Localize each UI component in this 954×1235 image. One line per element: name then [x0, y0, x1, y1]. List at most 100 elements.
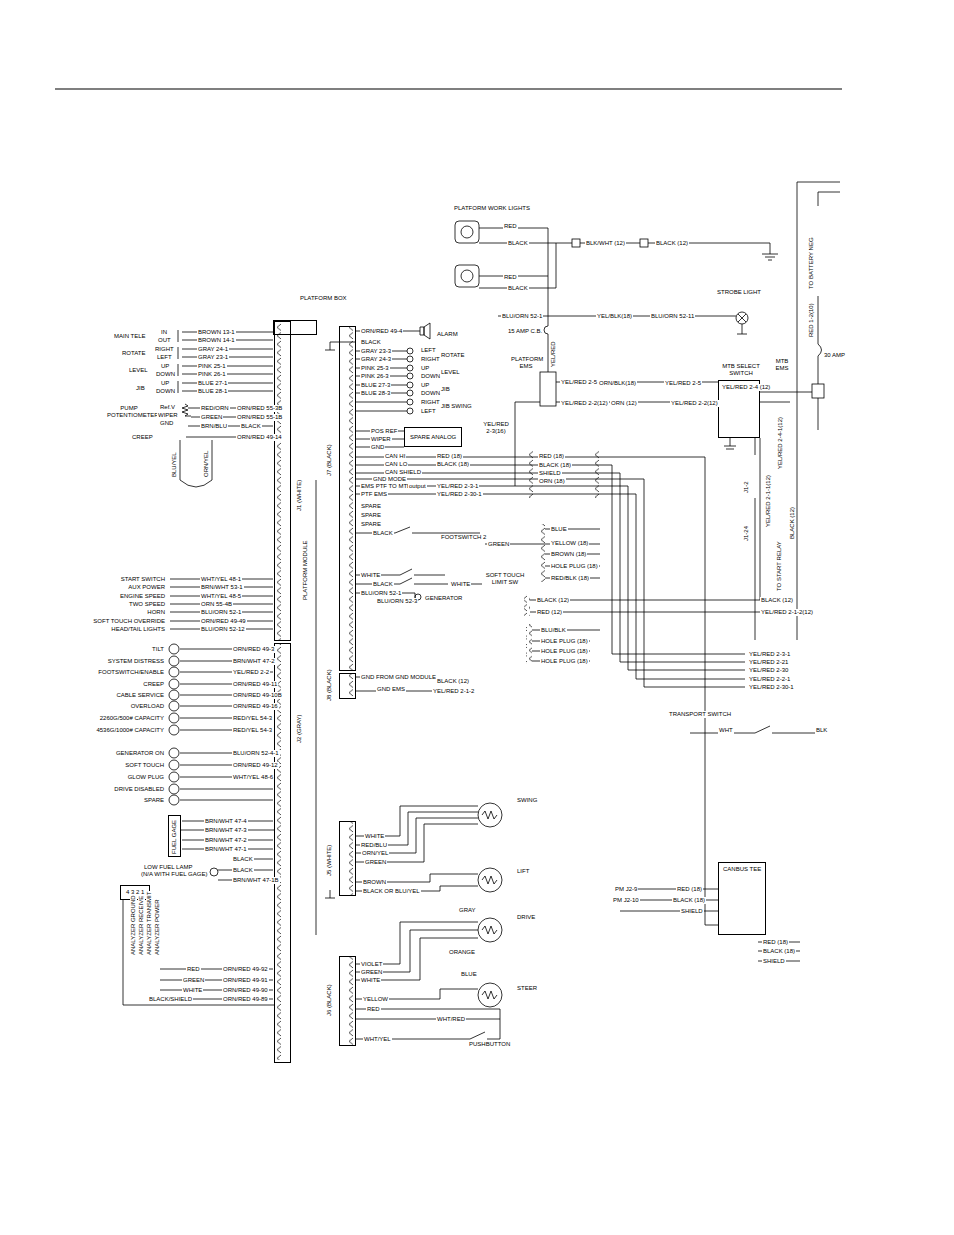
wire-label: BRN/WHT 47-1 [204, 846, 248, 853]
wire-label: ANALYZER GROUND [130, 894, 137, 956]
wire-label: WHT [718, 727, 734, 734]
wire-label: WIPER [370, 436, 392, 443]
wiring-path [180, 437, 273, 487]
wire-label: BLUE 27-3 [360, 382, 391, 389]
wiring-circle [169, 644, 179, 654]
wire-label: BRN/WHT 53-1 [200, 584, 244, 591]
wire-label: CABLE SERVICE [115, 692, 165, 699]
wire-label: YEL/RED 2-5 [560, 379, 598, 386]
node-label: J7 (BLACK) [326, 443, 333, 477]
wire-label: BLACK [232, 856, 254, 863]
wiring-path [182, 332, 273, 391]
wiring-rect [349, 327, 355, 670]
wiring-path [724, 438, 736, 449]
wire-label: BLACK [507, 285, 529, 292]
wire-label: BLU/BLK [540, 627, 567, 634]
wire-label: BRN/WHT 47-4 [204, 818, 248, 825]
wiring-circle [407, 399, 413, 405]
wire-label: BLK [815, 727, 828, 734]
wire-label: SPARE [360, 521, 382, 528]
wire-label: output [408, 483, 427, 490]
wire-label: BLACK (12) [789, 506, 796, 540]
wire-label: DRIVE DISABLED [113, 786, 165, 793]
wire-label: BLACK [232, 867, 254, 874]
wire-label: BLACK (12) [655, 240, 689, 247]
wiring-g [55, 89, 842, 1060]
wire-label: YEL/RED 2-4-1(12) [777, 416, 784, 470]
wire-label: BRN/BLU [200, 423, 228, 430]
wire-label: CREEP [142, 681, 165, 688]
wire-label: BLACK (12) [760, 597, 794, 604]
node-label: SPARE ANALOG [409, 434, 457, 441]
wire-label: LEFT [156, 354, 173, 361]
wire-label: HORN [146, 609, 166, 616]
wire-label: RED (18) [538, 453, 565, 460]
wire-label: MAIN TELE [113, 333, 147, 340]
wire-label: BLU/ORN 52-3 [376, 598, 418, 605]
wire-label: GND MODE [372, 476, 407, 483]
wiring-rect [524, 594, 530, 616]
wire-label: 15 AMP C.B. [507, 328, 543, 335]
wire-label: UP [160, 363, 170, 370]
wire-label: GRAY 24-1 [197, 346, 229, 353]
wire-label: HOLE PLUG (18) [550, 563, 599, 570]
wire-label: 2260G/500# CAPACITY [99, 715, 165, 722]
wire-label: BRN/WHT 47-2 [232, 658, 276, 665]
wire-label: BLACK (18) [538, 462, 572, 469]
wiring-circle [169, 713, 179, 723]
wire-label: JIB [135, 385, 146, 392]
wiring-circle [169, 679, 179, 689]
wire-label: SPARE [143, 797, 165, 804]
wire-label: YEL/BLK(18) [596, 313, 633, 320]
wire-label: WHITE [364, 833, 385, 840]
wire-label: WHT/RED [436, 1016, 466, 1023]
node-label: FUEL GAGE [171, 819, 178, 855]
wire-label: CAN LO [384, 461, 408, 468]
wire-label: ORN/YEL [361, 850, 389, 857]
wire-label: PM J2-10 [612, 897, 640, 904]
wire-label: YEL/RED 2-3-1 [436, 483, 479, 490]
connector-block: J6 (BLACK) [339, 956, 356, 1046]
wire-label: WHITE [360, 977, 381, 984]
wire-label: OUT [157, 337, 172, 344]
spare-analog-box: SPARE ANALOG [404, 427, 462, 447]
wire-label: RED [503, 274, 518, 281]
wiring-path [355, 527, 600, 578]
wire-label: GND FROM GND MODULE [360, 674, 437, 681]
wire-label: RIGHT [420, 356, 441, 363]
wire-label: PINK 25-3 [360, 365, 390, 372]
wire-label: YELLOW (18) [550, 540, 589, 547]
wiring-circle [407, 373, 413, 379]
wire-label: ORN/RED 55-1B [236, 414, 283, 421]
wire-label: YEL/RED 2-30 [748, 667, 789, 674]
canbus-tee-box: CANBUS TEE [718, 862, 766, 935]
wire-label: BLACK [360, 339, 382, 346]
connector-block: J8 (BLACK) [339, 673, 356, 699]
wire-label: DOWN [155, 388, 176, 395]
wire-label: ENGINE SPEED [119, 593, 166, 600]
wire-label: BLUE 28-1 [197, 388, 228, 395]
wiring-path [530, 600, 760, 661]
wire-label: BLACK [507, 240, 529, 247]
wire-label: RED (18) [676, 886, 703, 893]
wire-label: ORN/RED 49-10B [232, 692, 283, 699]
wiring-path [355, 351, 407, 411]
wire-label: BLU/ORN 52-1 [360, 590, 402, 597]
wire-label: BLACK (18) [436, 461, 470, 468]
wire-label: WHT/YEL 48-5 [200, 593, 242, 600]
wire-label: SOFT TOUCH [124, 762, 165, 769]
wire-label: WHT/YEL 48-6 [232, 774, 274, 781]
wire-label: ORN/RED 49-3 [232, 646, 275, 653]
wiring-circle [169, 784, 179, 794]
wiring-circle [169, 690, 179, 700]
wiring-path [355, 323, 430, 339]
wire-label: POS REF [370, 428, 398, 435]
wire-label: BROWN 14-1 [197, 337, 236, 344]
wiring-rect [539, 524, 545, 582]
wiring-path [182, 821, 273, 859]
node-label: J6 (BLACK) [326, 983, 333, 1017]
wire-label: MTB EMS [772, 358, 792, 371]
wire-label: ORN/RED 49-89 [222, 996, 269, 1003]
wire-label: BLACK (18) [672, 897, 706, 904]
wiring-path [325, 890, 335, 898]
